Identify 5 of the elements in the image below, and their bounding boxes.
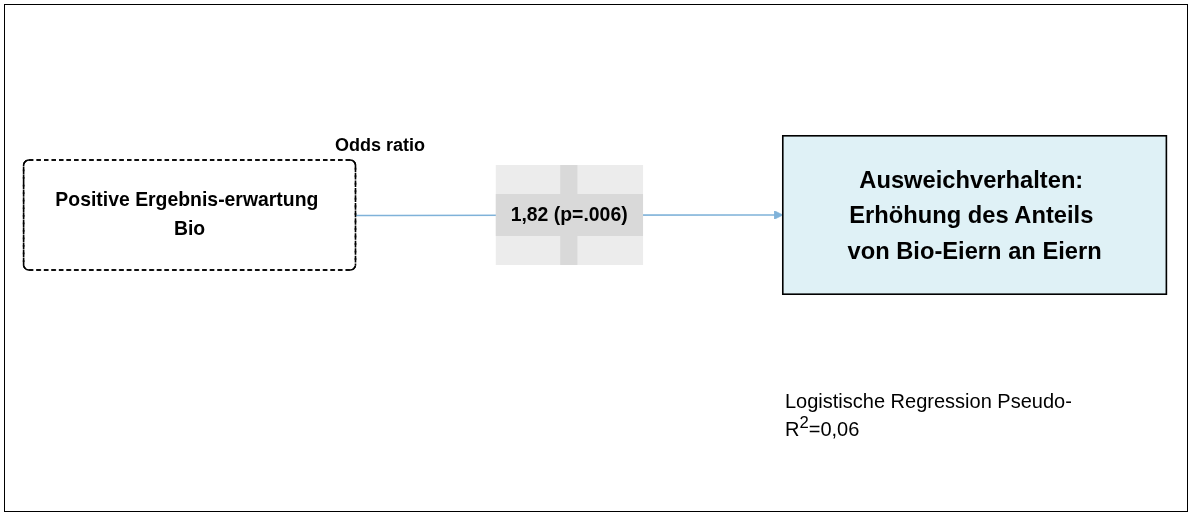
outcome-box: Ausweichverhalten: Erhöhung des Anteils von Bio-Eiern an Eiern	[782, 135, 1168, 295]
factor-box: Positive Ergebnis-erwartung Bio	[22, 159, 357, 271]
edge-label: 1,82 (p=.006)	[510, 203, 628, 226]
note-text: Logistische Regression Pseudo-R$^{2}$=0,06	[785, 390, 1073, 441]
axis-caption: Odds ratio	[335, 135, 425, 156]
